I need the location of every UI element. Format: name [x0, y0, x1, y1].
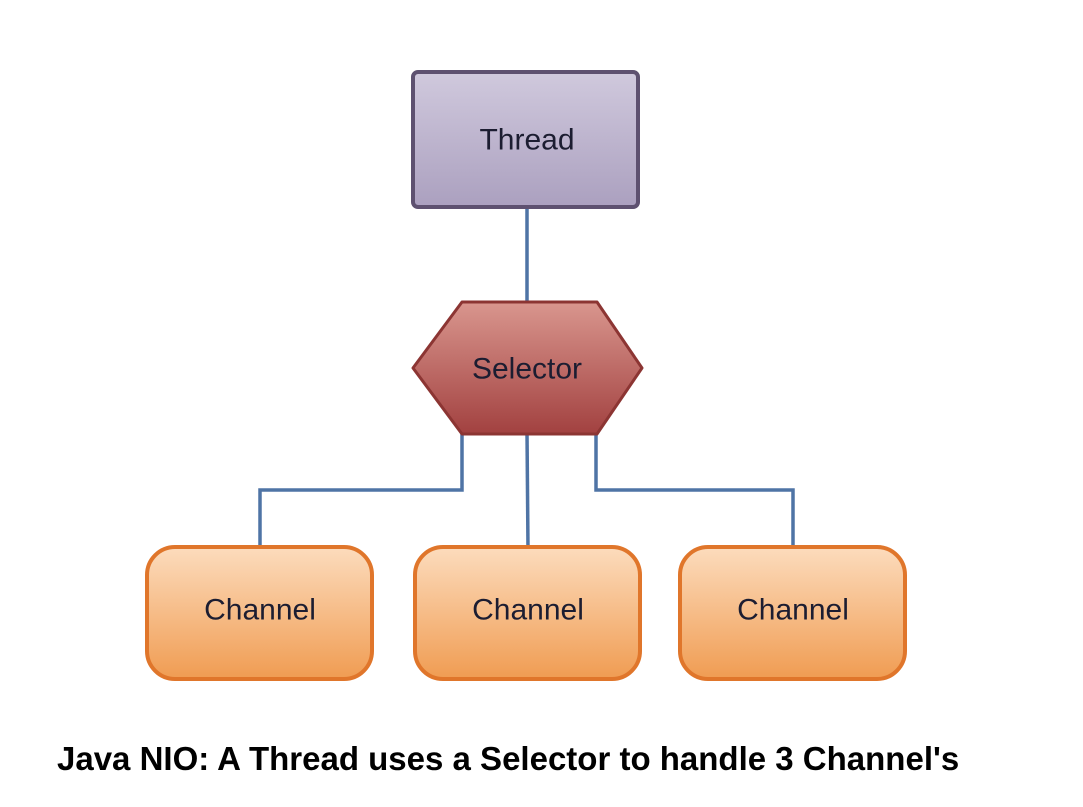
channel-label-2: Channel	[472, 594, 584, 627]
channel-node-3	[678, 545, 907, 681]
channel-node-1	[145, 545, 374, 681]
channel-label-1: Channel	[204, 594, 316, 627]
thread-node	[411, 70, 640, 209]
selector-node	[411, 300, 644, 436]
channel-node-2	[413, 545, 642, 681]
channel-label-3: Channel	[737, 594, 849, 627]
connector-selector-channel-1	[258, 432, 464, 549]
connector-selector-channel-3	[594, 432, 795, 549]
thread-label: Thread	[479, 124, 574, 157]
diagram-caption: Java NIO: A Thread uses a Selector to ha…	[57, 740, 960, 777]
selector-label: Selector	[472, 353, 582, 386]
connector-selector-channel-2	[525, 431, 530, 550]
